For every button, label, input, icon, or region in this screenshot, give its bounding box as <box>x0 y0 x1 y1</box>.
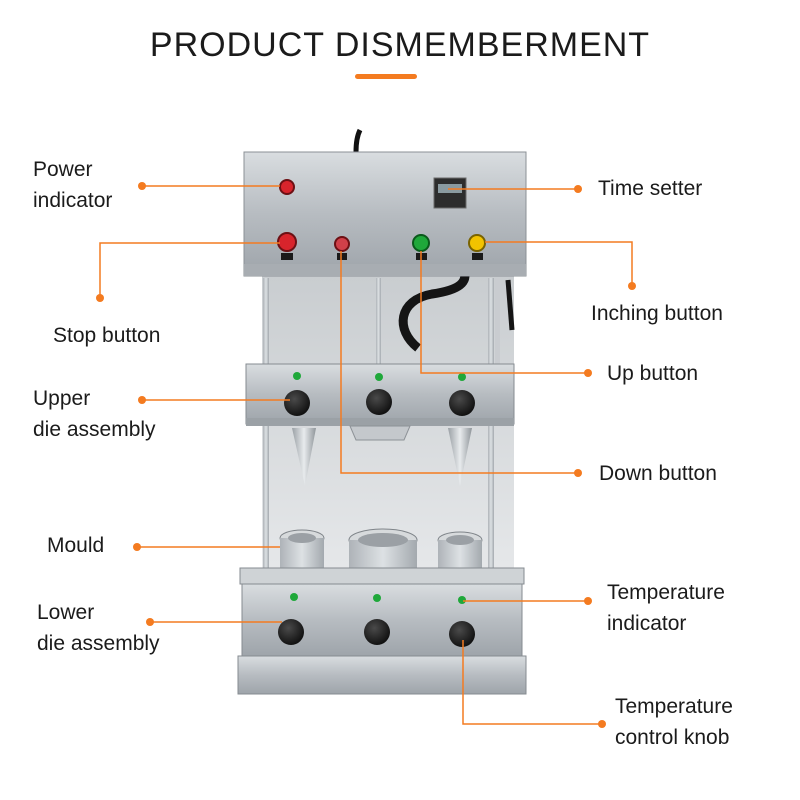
label-inching-button: Inching button <box>591 302 723 325</box>
power-indicator-light <box>279 179 295 195</box>
label-down-button: Down button <box>599 462 717 485</box>
center-upper-mould <box>349 425 411 441</box>
label-stop-button: Stop button <box>53 324 161 347</box>
machine-base <box>237 655 527 695</box>
callout-temperature-knob <box>462 640 602 725</box>
cone-right <box>448 428 472 486</box>
label-lower-die-assembly: Lower die assembly <box>37 601 160 655</box>
label-temperature-control-knob: Temperature control knob <box>615 695 733 749</box>
mould-graphics <box>279 528 483 570</box>
upper-temperature-indicators <box>293 372 466 381</box>
lower-die-top <box>239 567 525 585</box>
callout-stop-button <box>99 242 280 298</box>
cone-left <box>292 428 316 486</box>
stop-button-graphic <box>277 232 297 260</box>
page-title: PRODUCT DISMEMBERMENT <box>149 26 651 64</box>
callout-down-button <box>340 251 578 474</box>
callout-inching-button <box>485 241 633 284</box>
column-inner-left <box>376 278 381 364</box>
title-underline <box>355 74 417 79</box>
down-button-graphic <box>334 236 350 260</box>
lower-temperature-indicators <box>290 593 466 604</box>
lower-knobs <box>278 619 475 647</box>
inching-button-graphic <box>468 234 486 260</box>
label-mould: Mould <box>47 534 105 557</box>
label-time-setter: Time setter <box>598 177 703 200</box>
column-inner-right <box>495 278 500 364</box>
label-power-indicator: Power indicator <box>33 158 113 212</box>
callout-dots <box>96 182 636 728</box>
label-upper-die-assembly: Upper die assembly <box>33 387 156 441</box>
hose <box>398 268 470 352</box>
label-temperature-indicator: Temperature indicator <box>607 581 725 635</box>
callout-lines <box>99 185 633 725</box>
upper-knobs <box>284 389 475 416</box>
label-up-button: Up button <box>607 362 699 385</box>
callout-up-button <box>420 251 588 374</box>
power-cord <box>353 128 363 153</box>
